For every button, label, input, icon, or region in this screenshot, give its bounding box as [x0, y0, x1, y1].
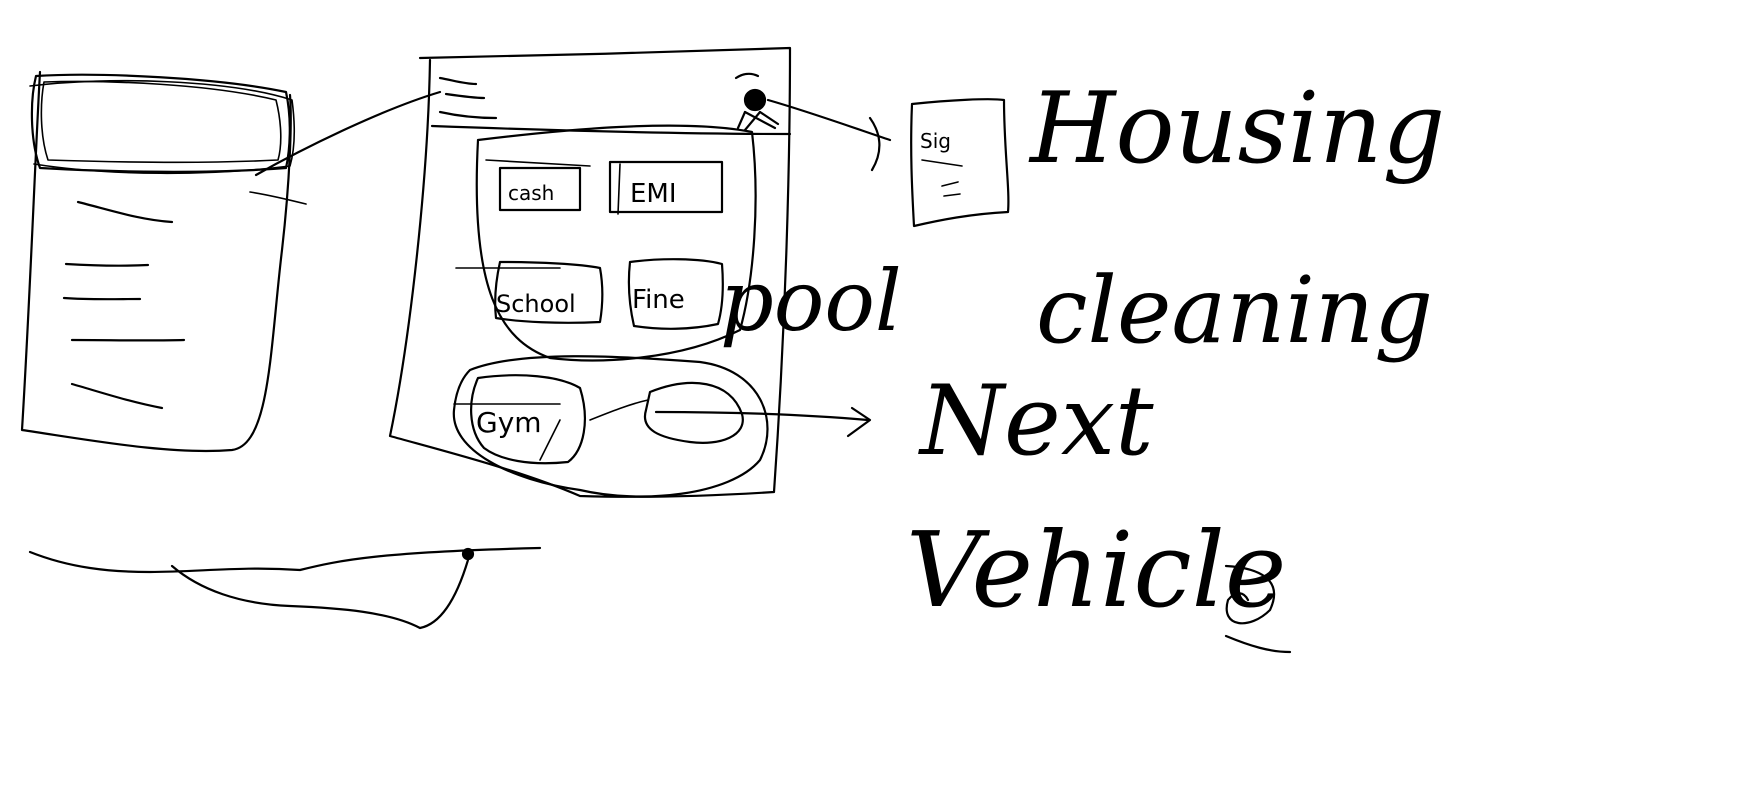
tile-cash[interactable]: [485, 159, 591, 212]
label-tile-emi: EMI: [630, 179, 677, 209]
tile-school[interactable]: [455, 260, 604, 324]
label-tile-gym: Gym: [476, 406, 542, 439]
label-tile-fine: Fine: [632, 285, 685, 315]
label-tile-school: School: [496, 290, 576, 318]
tile-fine[interactable]: [627, 258, 724, 330]
label-housing: Housing: [1028, 72, 1445, 186]
tile-group-top-outline: [475, 124, 757, 362]
side-card-outline: [910, 98, 1010, 228]
left-document-outline: [20, 70, 292, 453]
phone-frame: [388, 46, 792, 498]
side-card-sketch: [910, 98, 1010, 228]
bottom-scribble-line: [28, 546, 542, 630]
next-arrow: [654, 406, 872, 438]
label-next: Next: [918, 365, 1154, 477]
tile-gym[interactable]: [453, 374, 586, 465]
profile-icon[interactable]: [734, 72, 780, 132]
tile-emi[interactable]: [608, 160, 724, 215]
list-line: [76, 200, 174, 224]
left-document-header: [30, 73, 291, 173]
phone-header-divider: [430, 124, 792, 136]
vehicle-tail-squiggle: [1224, 564, 1292, 654]
list-line: [64, 262, 150, 267]
left-document-sketch: [20, 70, 442, 453]
label-pool: pool: [720, 252, 902, 350]
header-connector-line: [254, 90, 442, 177]
label-tile-cash: cash: [508, 181, 554, 205]
center-phone-sketch: [388, 46, 892, 498]
tile-group-bottom-outline: [452, 355, 769, 498]
label-cleaning: cleaning: [1036, 257, 1433, 364]
hamburger-menu-icon[interactable]: [438, 76, 498, 120]
tile-empty-oval[interactable]: [643, 381, 744, 444]
list-line: [70, 382, 164, 410]
label-vehicle: Vehicle: [906, 509, 1286, 631]
list-line: [62, 296, 142, 301]
side-card-label: Sig: [920, 129, 951, 153]
